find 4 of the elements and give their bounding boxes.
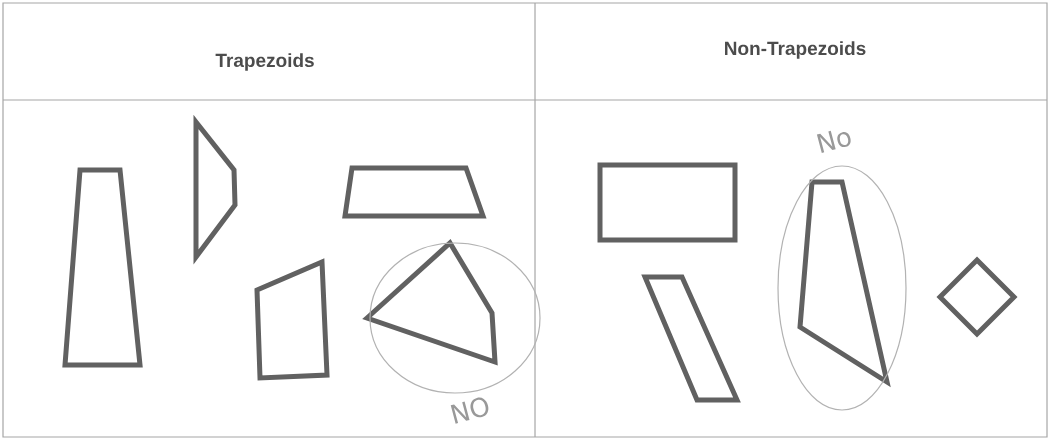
column-header: Trapezoids: [215, 53, 314, 71]
handwritten-note: NO: [450, 397, 489, 424]
handwritten-note: No: [816, 130, 851, 153]
column-header: Non-Trapezoids: [725, 41, 866, 59]
